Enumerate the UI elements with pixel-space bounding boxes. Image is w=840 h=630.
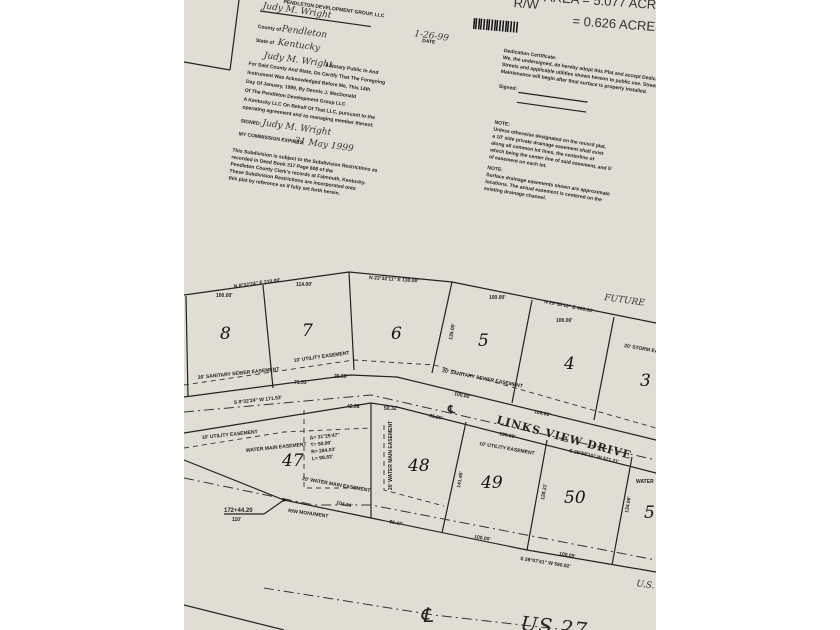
plat-label: R= 284.03' xyxy=(311,447,336,456)
lot-numbers: 8 7 6 5 4 3 47 48 49 50 5 xyxy=(220,321,655,523)
centerline-symbol: ℄ xyxy=(447,403,456,416)
plat-label: AREA = 5.077 ACRES xyxy=(544,0,656,13)
plat-label: 42.98' xyxy=(347,404,361,410)
county-value: Pendleton xyxy=(280,24,328,40)
plat-label: County of xyxy=(257,24,281,33)
plat-label: R/W MONUMENT xyxy=(288,508,329,520)
lot-48: 48 xyxy=(407,456,430,476)
plat-label: = 0.626 ACRES xyxy=(572,13,656,34)
lot-5: 5 xyxy=(478,331,489,351)
lot-51: 5 xyxy=(644,503,655,523)
plat-label: 20' SANITARY SEWER EASEMENT xyxy=(442,368,524,390)
lot-47: 47 xyxy=(281,451,304,471)
plat-label: N 29°58'10" E 400.00' xyxy=(544,299,594,314)
plat-label: State of xyxy=(255,38,274,47)
plat-label: 110' xyxy=(232,517,241,523)
plat-label: 100.05' xyxy=(559,551,576,560)
plat-label: 25.00' xyxy=(334,374,348,380)
plat-label: 114.00' xyxy=(296,282,312,288)
plat-label: NOTE: xyxy=(487,165,504,173)
plat-label: 104.24' xyxy=(336,500,353,509)
plat-label: 86.47' xyxy=(389,519,404,528)
plat-label: 10' UTILITY EASEMENT xyxy=(202,429,258,441)
plat-label: 20' SANITARY SEWER EASEMENT xyxy=(198,366,280,381)
curve-data: Δ= 31°25'47" T= 50.00' R= 284.03' L= 98.… xyxy=(309,432,340,462)
lot-50: 50 xyxy=(564,488,586,508)
plat-label: N 8°32'24" E 210.00' xyxy=(233,277,280,289)
lot-4: 4 xyxy=(563,354,575,374)
state-value: Kentucky xyxy=(276,38,321,54)
lot-3: 3 xyxy=(640,371,651,391)
border-line xyxy=(229,0,240,71)
lot-8: 8 xyxy=(220,324,231,344)
plat-label: L= 98.83' xyxy=(312,454,334,462)
highway-centerline: ℄ xyxy=(420,603,434,627)
plat-label: 135.00' xyxy=(448,323,457,340)
plat-label: 100.00' xyxy=(534,409,551,418)
plat-label: 20' WATER MAIN EASEMENT xyxy=(302,476,371,494)
plat-label: 172+44.20 xyxy=(224,508,253,514)
plat-label: 100.00' xyxy=(454,391,471,400)
plat-label: 100.00' xyxy=(474,534,491,543)
plat-label: 20' WATER MAIN EASEMENT xyxy=(388,421,394,490)
plat-label: 10' UTILITY EASEMENT xyxy=(479,441,535,457)
date-value: 1-26-99 xyxy=(414,29,450,44)
lot-boundaries xyxy=(184,271,656,630)
plat-drawing: PENDLETON DEVELOPMENT GROUP, LLC Judy M.… xyxy=(184,0,656,630)
dedication-certificate: Dedication Certificate: We, the undersig… xyxy=(498,48,656,113)
plat-label: 100.00' xyxy=(216,293,232,299)
lot-7: 7 xyxy=(302,321,313,341)
plat-label: 71.53' xyxy=(294,380,308,386)
plat-label: NOTE: xyxy=(494,120,511,128)
plat-label: DATE xyxy=(422,38,437,46)
notes: NOTE: Unless otherwise designated on the… xyxy=(484,120,613,204)
plat-label: Signed: xyxy=(498,84,517,93)
plat-label: 20' STORM EASEMENT xyxy=(624,343,656,359)
lot-49: 49 xyxy=(480,473,503,493)
plat-label: 100.00' xyxy=(556,318,572,324)
station-callout: 172+44.20 110' R/W MONUMENT xyxy=(224,498,329,523)
highway-label: US 27 xyxy=(519,611,589,630)
future-label: FUTURE xyxy=(603,293,646,309)
area-summary: AREA = 5.077 ACRES R/W = 0.626 ACRES xyxy=(513,0,656,35)
plat-label: S 28°07'41" W 590.92' xyxy=(520,556,571,570)
plat-label: 10' UTILITY EASEMENT xyxy=(293,350,349,364)
plat-label: WATER xyxy=(636,479,654,485)
lot-6: 6 xyxy=(391,324,402,344)
plat-label: SIGNED: xyxy=(240,118,262,127)
plat-label: N 23°32'11" E 130.00' xyxy=(369,275,419,284)
highway-label-partial: U.S. xyxy=(636,579,656,591)
notary-certificate: PENDLETON DEVELOPMENT GROUP, LLC Judy M.… xyxy=(228,0,385,197)
plat-label: T= 50.00' xyxy=(310,440,332,448)
plat-label: Δ= 31°25'47" xyxy=(309,432,340,441)
plat-document: PENDLETON DEVELOPMENT GROUP, LLC Judy M.… xyxy=(184,0,656,630)
plat-label: 134.06' xyxy=(624,496,633,513)
plat-label: S 8°32'24" W 171.53' xyxy=(234,395,283,406)
dimensions: 100.00' 114.00' 100.00' 100.00' 100.00' … xyxy=(216,282,633,560)
barcode xyxy=(472,17,519,33)
plat-label: R/W xyxy=(513,0,540,12)
plat-label: 128.21' xyxy=(540,483,549,500)
border-line xyxy=(184,61,231,71)
commission-date: 31 May 1999 xyxy=(294,136,355,154)
plat-label: 100.00' xyxy=(489,295,505,301)
plat-label: 85.00' xyxy=(429,413,444,422)
plat-label: 100.00' xyxy=(499,431,516,440)
plat-label: 50.32' xyxy=(384,406,398,412)
plat-label: 141.45' xyxy=(456,471,465,488)
